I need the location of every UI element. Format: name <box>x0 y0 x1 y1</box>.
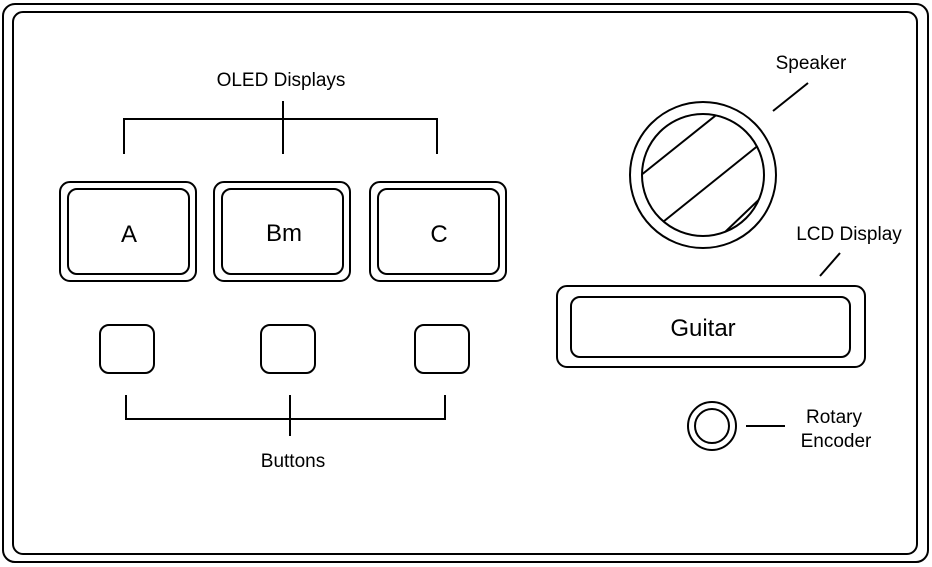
enclosure-inner <box>12 11 918 555</box>
rotary-encoder-label-line2: Encoder <box>801 431 872 452</box>
lcd-display: Guitar <box>556 285 866 368</box>
oled-display-2-text: Bm <box>266 220 302 247</box>
button-3[interactable] <box>414 324 470 374</box>
lcd-display-leader <box>819 252 841 277</box>
button-1[interactable] <box>99 324 155 374</box>
lcd-display-label: LCD Display <box>796 224 902 245</box>
oled-display-2: Bm <box>213 181 351 282</box>
oled-displays-label: OLED Displays <box>217 70 346 91</box>
oled-bracket <box>123 101 438 154</box>
oled-display-3: C <box>369 181 507 282</box>
oled-display-1-text: A <box>121 221 137 248</box>
speaker-label: Speaker <box>776 53 847 74</box>
oled-display-3-text: C <box>430 221 447 248</box>
rotary-encoder-label-line1: Rotary <box>806 407 862 428</box>
rotary-encoder[interactable] <box>687 401 737 451</box>
oled-display-1: A <box>59 181 197 282</box>
button-2[interactable] <box>260 324 316 374</box>
lcd-display-text: Guitar <box>670 315 735 342</box>
enclosure-outer <box>2 3 929 563</box>
speaker-leader <box>772 82 809 112</box>
buttons-bracket <box>125 395 446 436</box>
speaker <box>629 101 777 249</box>
buttons-label: Buttons <box>261 451 325 472</box>
